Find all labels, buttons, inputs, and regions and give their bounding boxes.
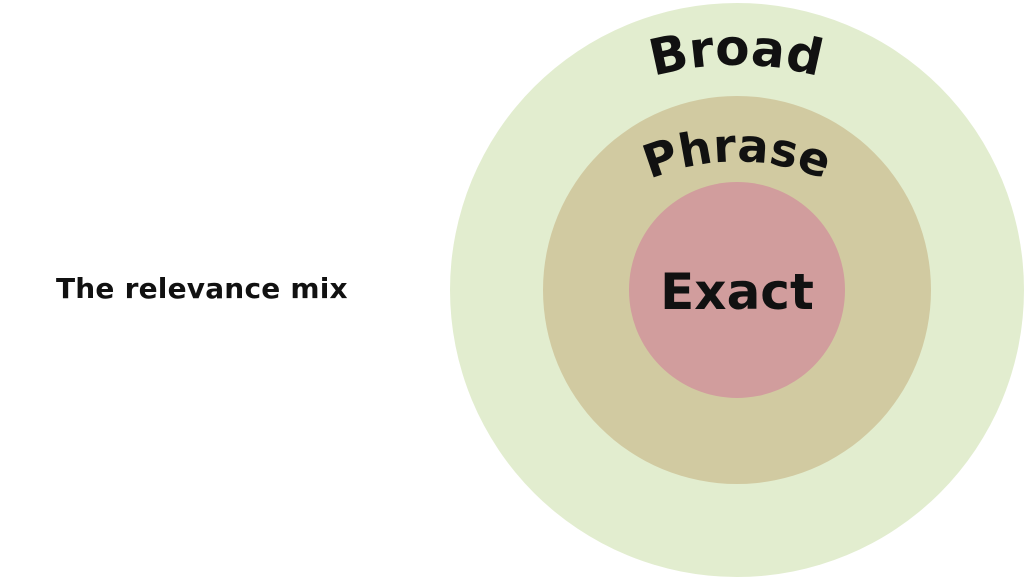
inner-ring <box>629 182 845 398</box>
diagram-title: The relevance mix <box>56 272 348 305</box>
inner-ring-label: Exact <box>660 263 814 321</box>
outer-ring-label: Broad <box>644 19 829 88</box>
